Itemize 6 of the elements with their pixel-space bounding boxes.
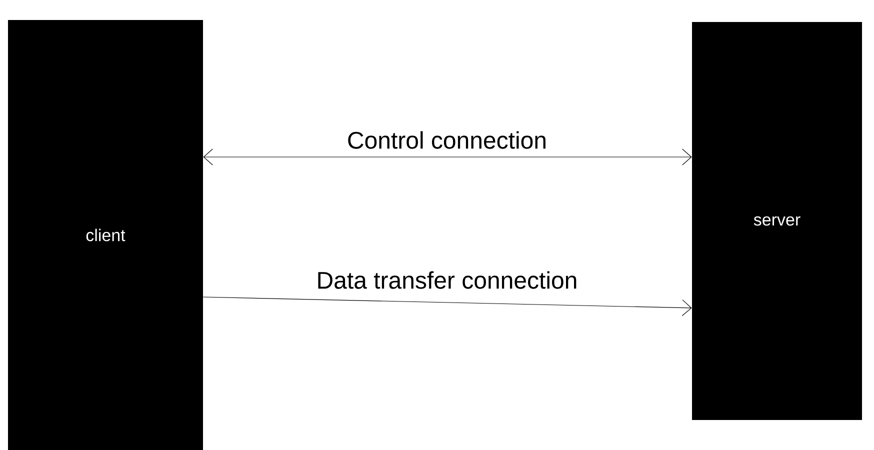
block: client <box>8 20 203 450</box>
arrow <box>203 148 692 166</box>
block: server <box>692 22 862 420</box>
arrow <box>202 296 692 316</box>
edge-label: Data transfer connection <box>315 270 579 290</box>
edge-label: Control connection <box>346 130 548 150</box>
